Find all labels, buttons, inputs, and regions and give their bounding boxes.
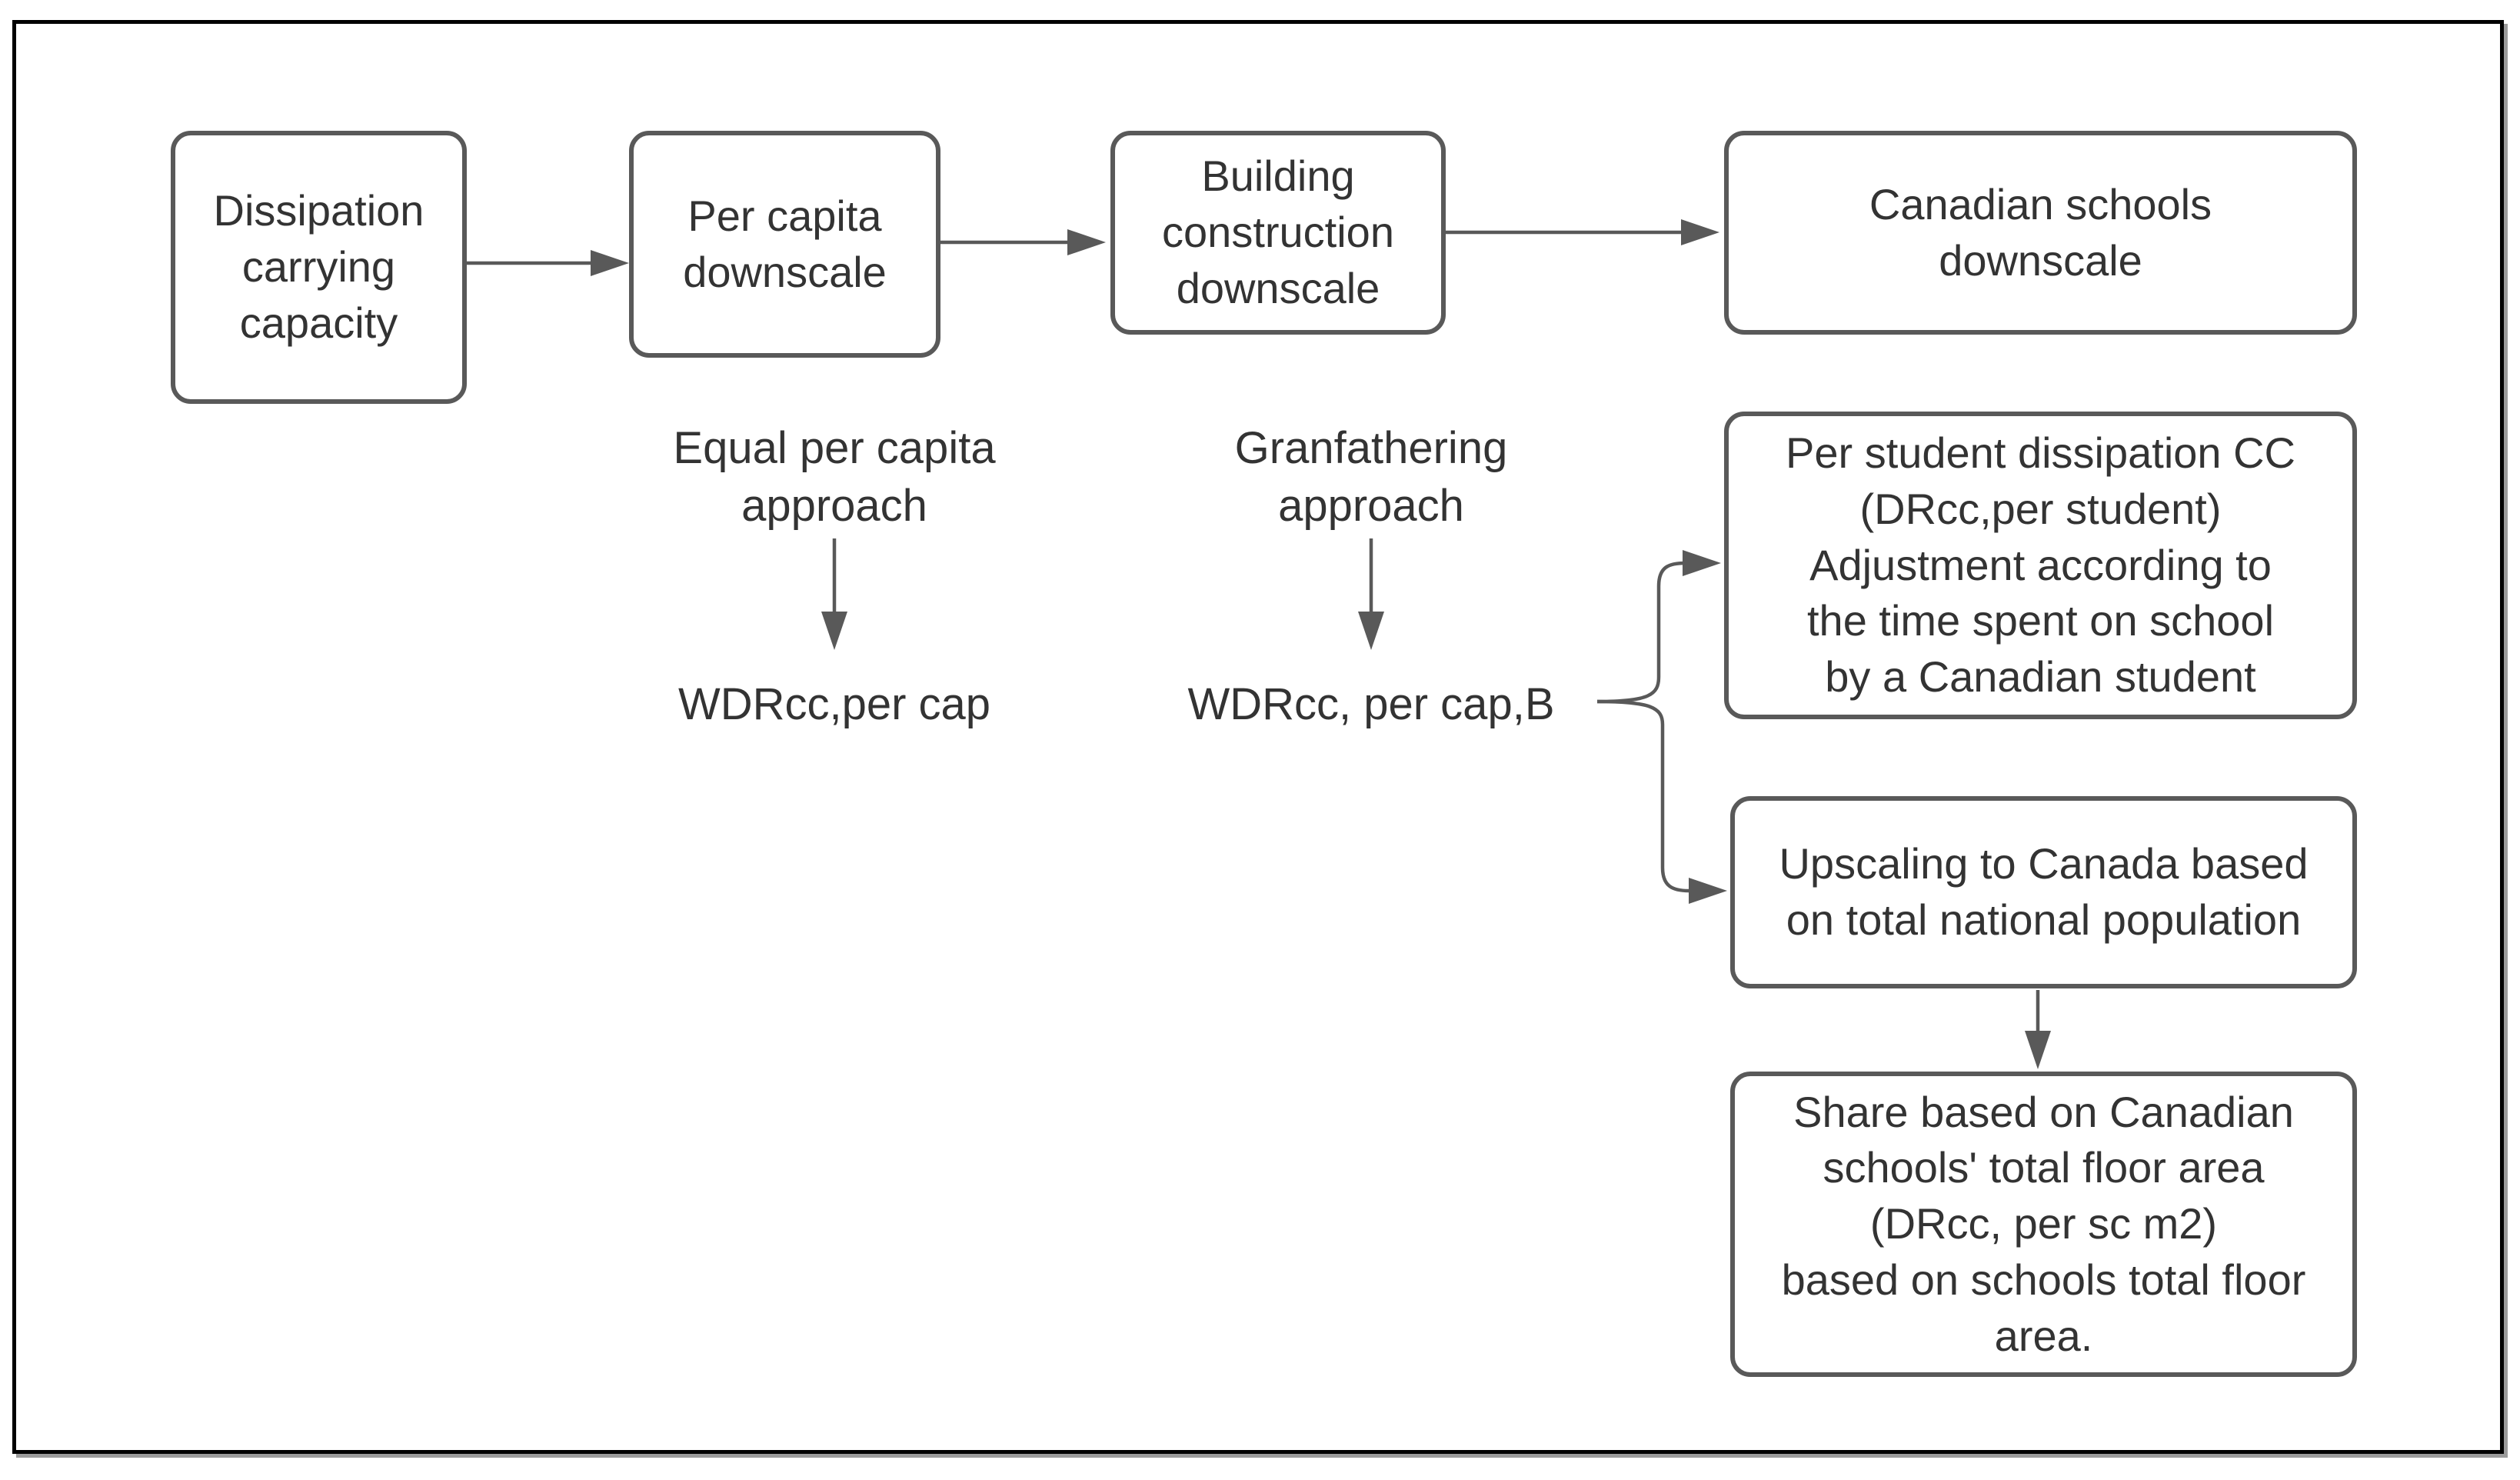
node-per-capita-downscale: Per capita downscale bbox=[629, 131, 940, 358]
node-text-line: Building bbox=[1201, 152, 1355, 201]
node-text-line: schools' total floor area bbox=[1823, 1143, 2265, 1192]
node-text-line: the time spent on school bbox=[1806, 596, 2275, 645]
node-text-line: on total national population bbox=[1786, 895, 2302, 944]
node-building-construction-downscale: Building construction downscale bbox=[1110, 131, 1446, 335]
node-text-line: downscale bbox=[1939, 235, 2142, 285]
node-upscaling-to-canada: Upscaling to Canada based on total natio… bbox=[1730, 796, 2357, 988]
node-canadian-schools-downscale: Canadian schools downscale bbox=[1724, 131, 2357, 335]
node-text-line: construction bbox=[1162, 208, 1394, 257]
node-text-line: Share based on Canadian bbox=[1793, 1087, 2294, 1136]
node-text-line: (DRcc,per student) bbox=[1859, 484, 2222, 533]
node-text-line: by a Canadian student bbox=[1825, 652, 2256, 702]
label-equal-per-capita-approach: Equal per capita approach bbox=[604, 419, 1065, 535]
label-text-line: Equal per capita bbox=[673, 423, 996, 473]
node-dissipation-carrying-capacity: Dissipation carrying capacity bbox=[171, 131, 467, 404]
node-text-line: Adjustment according to bbox=[1809, 540, 2272, 589]
node-text-line: Dissipation bbox=[213, 186, 424, 235]
node-text-line: capacity bbox=[239, 298, 398, 347]
node-text-line: Per capita bbox=[687, 191, 882, 240]
node-share-schools-floor-area: Share based on Canadian schools' total f… bbox=[1730, 1072, 2357, 1377]
node-text-line: Per student dissipation CC bbox=[1785, 428, 2295, 477]
node-text-line: carrying bbox=[241, 242, 396, 292]
node-text-line: Upscaling to Canada based bbox=[1779, 839, 2309, 888]
label-text-line: approach bbox=[741, 481, 927, 532]
node-text-line: based on schools total floor bbox=[1781, 1255, 2306, 1304]
node-text-line: downscale bbox=[1176, 263, 1380, 312]
node-text-line: downscale bbox=[683, 247, 887, 296]
node-text-line: Canadian schools bbox=[1869, 179, 2212, 228]
label-text-line: WDRcc,per cap bbox=[677, 679, 991, 729]
node-text-line: (DRcc, per sc m2) bbox=[1869, 1199, 2218, 1248]
node-per-student-dissipation-cc: Per student dissipation CC (DRcc,per stu… bbox=[1724, 412, 2357, 719]
label-text-line: WDRcc, per cap,B bbox=[1187, 679, 1555, 729]
node-text-line: area. bbox=[1994, 1311, 2093, 1360]
label-wdrcc-per-cap: WDRcc,per cap bbox=[604, 675, 1065, 733]
label-granfathering-approach: Granfathering approach bbox=[1140, 419, 1602, 535]
label-text-line: approach bbox=[1278, 481, 1464, 532]
label-text-line: Granfathering bbox=[1234, 423, 1508, 473]
label-wdrcc-per-cap-b: WDRcc, per cap,B bbox=[1140, 675, 1602, 733]
